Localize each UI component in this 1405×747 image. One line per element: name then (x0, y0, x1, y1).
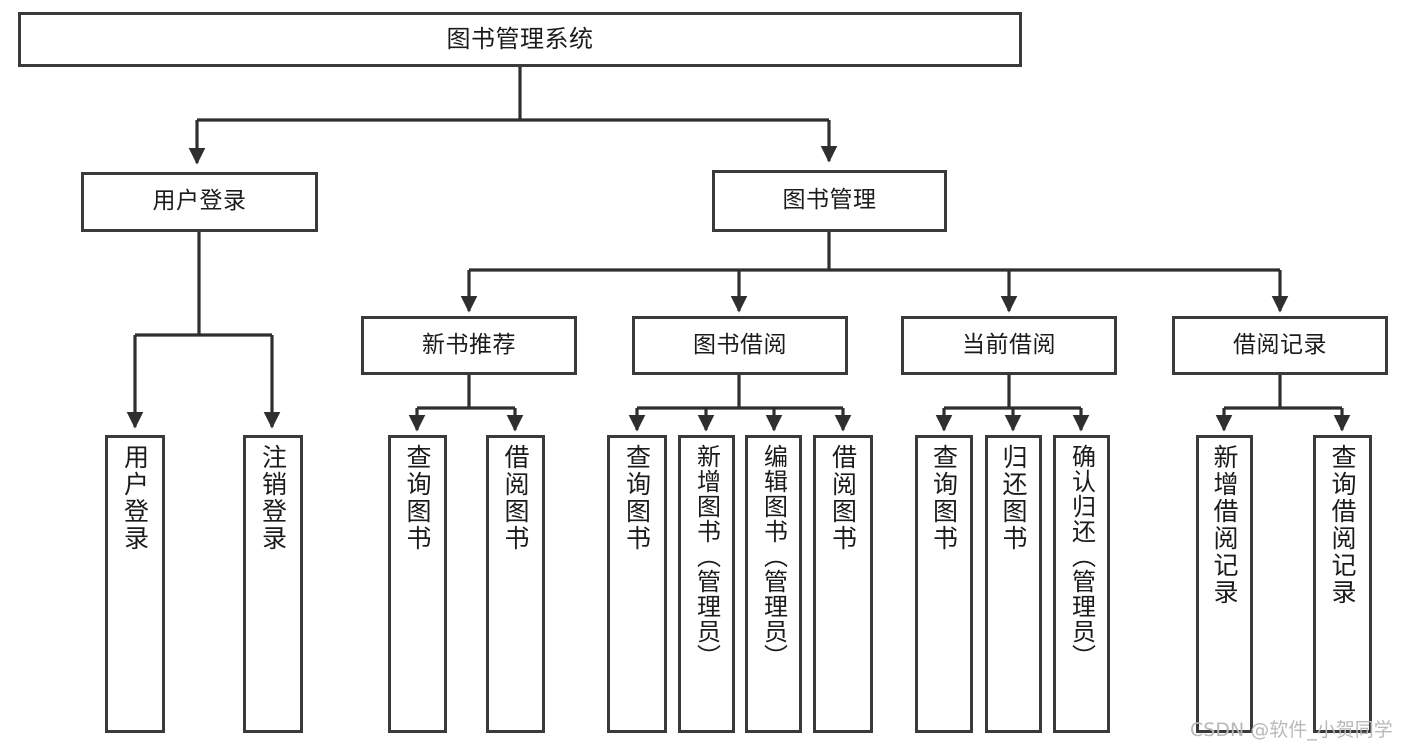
node-label: 用户登录 (120, 444, 150, 552)
leaf-borrow-borrow-book[interactable]: 借阅图书 (813, 435, 873, 733)
node-label: 图书管理 (782, 187, 877, 214)
node-label: 查询图书 (929, 444, 959, 552)
leaf-current-return-book[interactable]: 归还图书 (985, 435, 1042, 733)
node-book-borrow[interactable]: 图书借阅 (632, 316, 848, 375)
node-label: 注销登录 (258, 444, 288, 552)
leaf-borrow-query-book[interactable]: 查询图书 (607, 435, 667, 733)
csdn-watermark: CSDN @软件_小贺同学 (1190, 719, 1393, 741)
node-label: 查询借阅记录 (1328, 444, 1357, 606)
node-label: 用户登录 (152, 188, 247, 215)
node-label: 借阅记录 (1233, 331, 1327, 358)
leaf-record-query-record[interactable]: 查询借阅记录 (1313, 435, 1372, 733)
leaf-current-confirm-return[interactable]: 确认归还（管理员） (1053, 435, 1110, 733)
leaf-newbook-query-book[interactable]: 查询图书 (388, 435, 447, 733)
leaf-current-query-book[interactable]: 查询图书 (915, 435, 973, 733)
node-label: 图书管理系统 (446, 25, 594, 54)
leaf-borrow-edit-book[interactable]: 编辑图书（管理员） (745, 435, 802, 733)
leaf-user-login[interactable]: 用户登录 (105, 435, 165, 733)
node-label: 当前借阅 (962, 331, 1056, 358)
node-label: 归还图书 (999, 444, 1028, 552)
node-book-management[interactable]: 图书管理 (712, 170, 947, 232)
leaf-borrow-add-book[interactable]: 新增图书（管理员） (678, 435, 735, 733)
node-label: 新增图书（管理员） (692, 444, 721, 669)
node-root-system[interactable]: 图书管理系统 (18, 12, 1022, 67)
node-label: 新书推荐 (422, 331, 516, 358)
node-label: 新增借阅记录 (1210, 444, 1239, 606)
node-label: 借阅图书 (501, 444, 530, 552)
node-current-borrow[interactable]: 当前借阅 (901, 316, 1117, 375)
node-label: 借阅图书 (828, 444, 858, 552)
node-borrow-record[interactable]: 借阅记录 (1172, 316, 1388, 375)
node-label: 图书借阅 (693, 331, 787, 358)
leaf-user-logout[interactable]: 注销登录 (243, 435, 303, 733)
leaf-record-add-record[interactable]: 新增借阅记录 (1196, 435, 1253, 733)
leaf-newbook-borrow-book[interactable]: 借阅图书 (486, 435, 545, 733)
node-new-book-recommend[interactable]: 新书推荐 (361, 316, 577, 375)
node-label: 确认归还（管理员） (1067, 444, 1096, 669)
node-label: 编辑图书（管理员） (759, 444, 788, 669)
node-label: 查询图书 (622, 444, 652, 552)
node-user-login[interactable]: 用户登录 (81, 172, 318, 232)
node-label: 查询图书 (403, 444, 432, 552)
